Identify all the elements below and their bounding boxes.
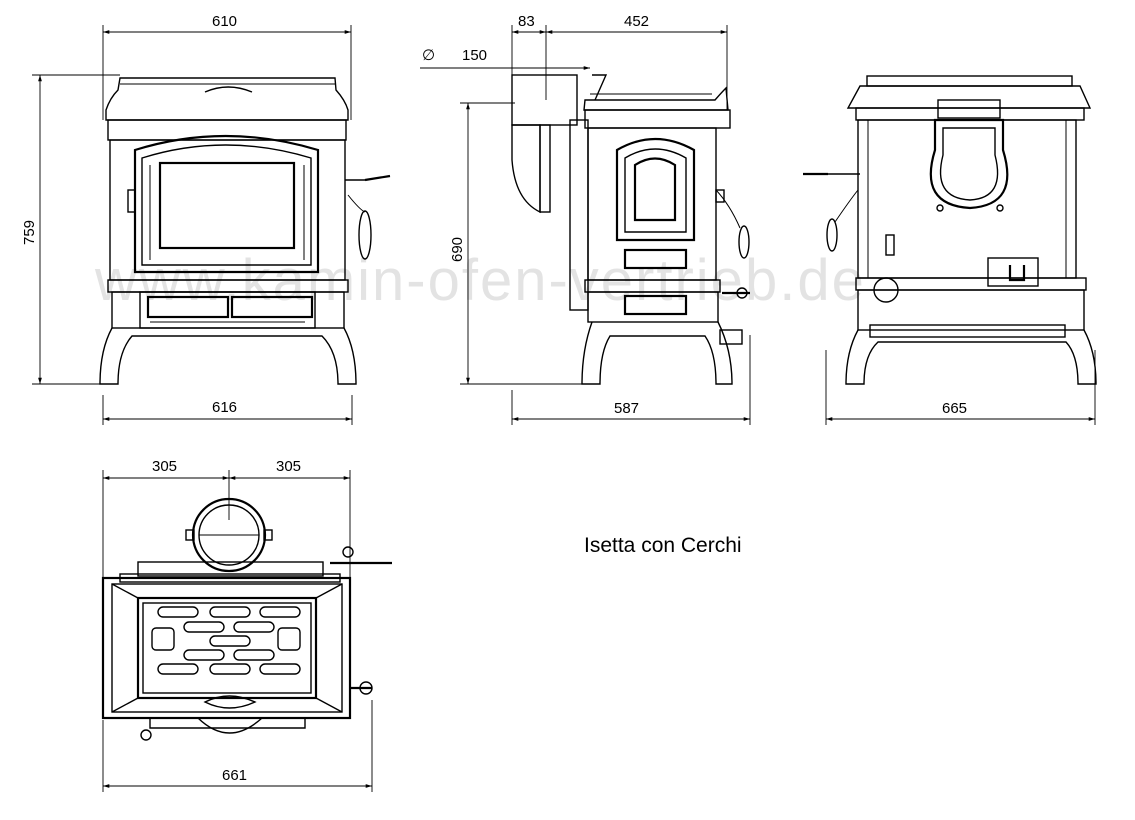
dim-top-left-half: 305 — [152, 458, 177, 475]
dim-back-width: 665 — [942, 400, 967, 417]
front-view: 610 759 616 — [21, 13, 391, 425]
dim-side-flue-offset: 83 — [518, 13, 535, 30]
dim-side-height: 690 — [449, 237, 466, 262]
top-view: 305 305 661 — [101, 458, 392, 792]
side-view: 83 452 ∅ 150 690 587 — [420, 13, 751, 425]
model-title: Isetta con Cerchi — [584, 534, 742, 557]
back-view: 665 — [803, 75, 1097, 425]
dim-flue-diameter: 150 — [462, 47, 487, 64]
dim-front-base-width: 616 — [212, 399, 237, 416]
dim-top-right-half: 305 — [276, 458, 301, 475]
dim-front-top-width: 610 — [212, 13, 237, 30]
dim-side-top-depth: 452 — [624, 13, 649, 30]
dim-side-base-depth: 587 — [614, 400, 639, 417]
flue-diameter-symbol: ∅ — [422, 47, 435, 64]
dim-front-height: 759 — [21, 220, 38, 245]
dim-top-total-width: 661 — [222, 767, 247, 784]
